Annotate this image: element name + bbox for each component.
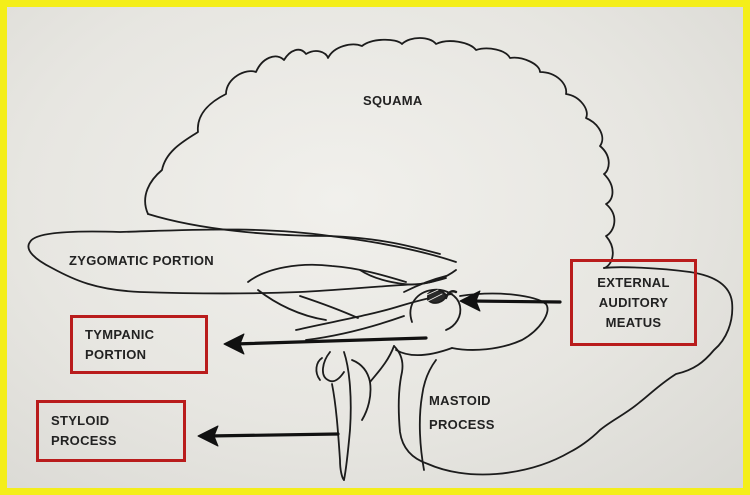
label-zygomatic-portion: ZYGOMATIC PORTION: [69, 251, 214, 271]
label-styloid-line1: STYLOID: [51, 411, 183, 431]
label-squama: SQUAMA: [363, 91, 423, 111]
label-styloid-line2: PROCESS: [51, 431, 183, 451]
arrow-styloid: [208, 434, 338, 436]
arrow-tympanic: [234, 338, 426, 344]
label-tympanic-line1: TYMPANIC: [85, 325, 205, 345]
label-mastoid-process-line1: MASTOID: [429, 391, 491, 411]
label-external-line1: EXTERNAL: [597, 273, 669, 293]
label-mastoid-process-line2: PROCESS: [429, 415, 495, 435]
label-external-line3: MEATUS: [606, 313, 662, 333]
label-tympanic-line2: PORTION: [85, 345, 205, 365]
arrow-meatus: [470, 301, 560, 302]
box-tympanic-portion: TYMPANIC PORTION: [70, 315, 208, 374]
squama-outline: [145, 38, 614, 268]
box-styloid-process: STYLOID PROCESS: [36, 400, 186, 462]
label-external-line2: AUDITORY: [599, 293, 669, 313]
box-external-auditory-meatus: EXTERNAL AUDITORY MEATUS: [570, 259, 697, 346]
